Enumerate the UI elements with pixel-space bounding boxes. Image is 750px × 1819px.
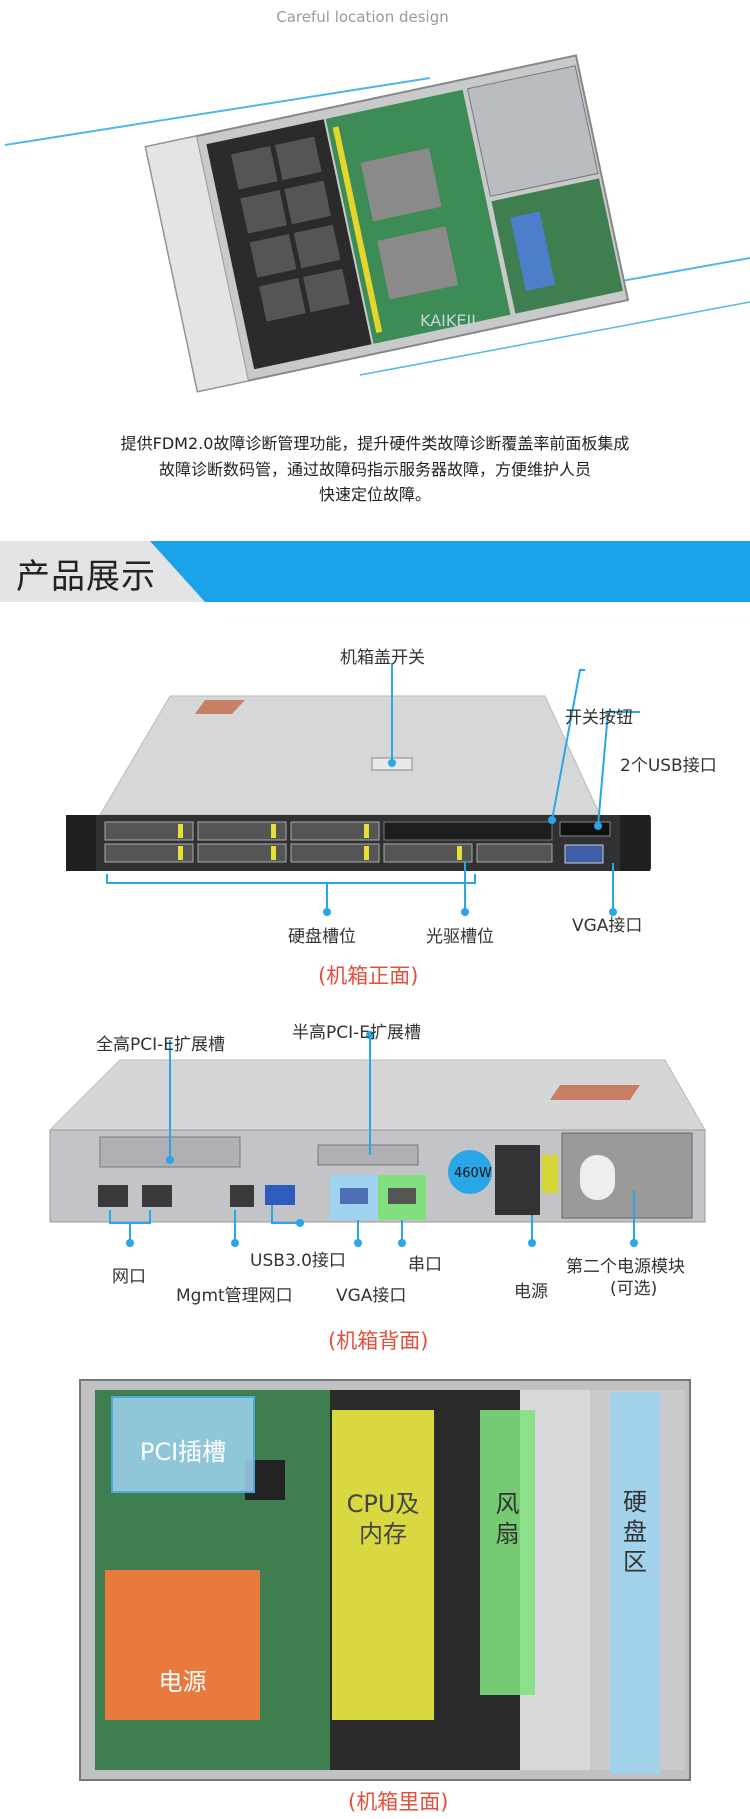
watermark-text: KAIKEJI bbox=[420, 311, 476, 330]
zone-hdd-line1: 硬 bbox=[623, 1488, 647, 1516]
psu-rating-text: 460W bbox=[454, 1166, 492, 1181]
server-back-view: 460W bbox=[48, 1031, 706, 1247]
label-usb-ports: 2个USB接口 bbox=[620, 756, 717, 776]
server-interior-photo: KAIKEJI bbox=[4, 54, 750, 393]
description-line-3: 快速定位故障。 bbox=[318, 485, 431, 504]
label-back-vga: VGA接口 bbox=[336, 1286, 407, 1306]
section-title: 产品展示 bbox=[16, 557, 156, 597]
label-lan: 网口 bbox=[112, 1267, 146, 1287]
caption-back: (机箱背面) bbox=[328, 1329, 429, 1353]
label-optical-bay: 光驱槽位 bbox=[426, 927, 494, 947]
label-psu2-line1: 第二个电源模块 bbox=[566, 1257, 685, 1277]
description-line-1: 提供FDM2.0故障诊断管理功能，提升硬件类故障诊断覆盖率前面板集成 bbox=[120, 434, 630, 453]
zone-hdd-line2: 盘 bbox=[623, 1518, 647, 1546]
section-banner bbox=[0, 541, 750, 602]
caption-front: (机箱正面) bbox=[318, 964, 419, 988]
zone-psu: 电源 bbox=[158, 1668, 207, 1696]
server-front-view bbox=[66, 663, 651, 916]
zone-fan-line1: 风 bbox=[495, 1490, 520, 1518]
zone-cpu-line2: 内存 bbox=[359, 1520, 407, 1548]
caption-inside: (机箱里面) bbox=[348, 1790, 449, 1814]
server-inside-view bbox=[79, 1379, 691, 1781]
zone-cpu-line1: CPU及 bbox=[346, 1490, 420, 1518]
label-cover-switch: 机箱盖开关 bbox=[340, 648, 425, 668]
label-psu2-line2: (可选) bbox=[610, 1279, 658, 1299]
label-front-vga: VGA接口 bbox=[572, 916, 643, 936]
label-power: 电源 bbox=[514, 1282, 548, 1302]
zone-fan-line2: 扇 bbox=[495, 1520, 520, 1548]
description-line-2: 故障诊断数码管，通过故障码指示服务器故障，方便维护人员 bbox=[158, 460, 591, 479]
label-half-pcie: 半高PCI-E扩展槽 bbox=[292, 1023, 422, 1043]
label-power-button: 开关按钮 bbox=[565, 708, 633, 728]
label-usb3: USB3.0接口 bbox=[250, 1251, 346, 1271]
label-mgmt: Mgmt管理网口 bbox=[176, 1286, 293, 1306]
zone-pci-slots: PCI插槽 bbox=[139, 1438, 227, 1466]
zone-hdd-line3: 区 bbox=[623, 1548, 647, 1576]
label-full-pcie: 全高PCI-E扩展槽 bbox=[96, 1035, 226, 1055]
section-subtitle: Careful location design bbox=[276, 8, 449, 26]
label-hdd-bays: 硬盘槽位 bbox=[288, 927, 356, 947]
label-serial: 串口 bbox=[408, 1255, 442, 1275]
